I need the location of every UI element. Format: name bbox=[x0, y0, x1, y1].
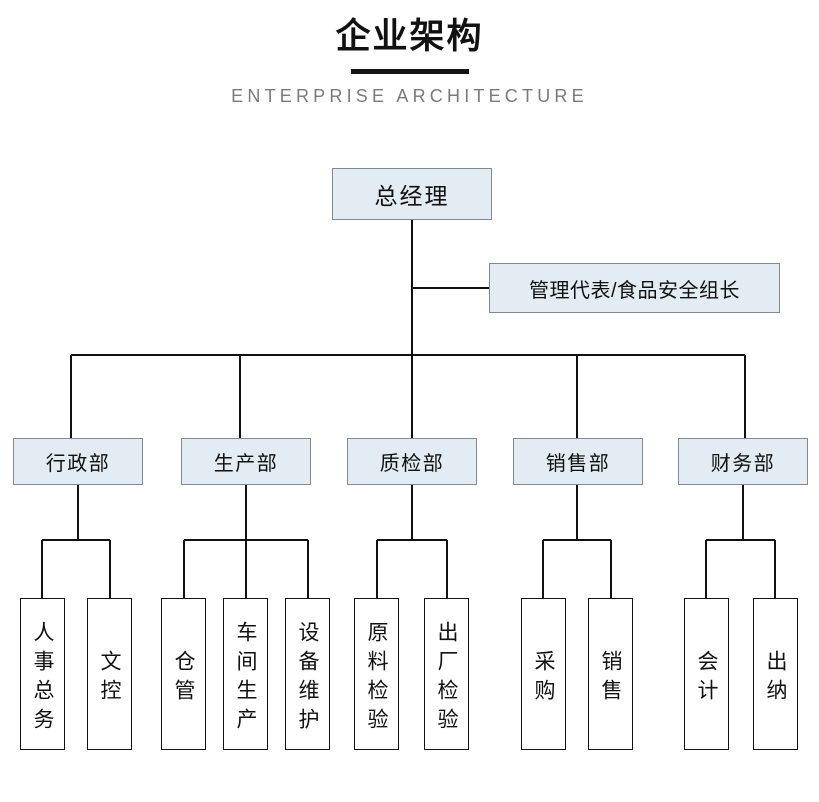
org-node-cashier[interactable]: 出纳 bbox=[753, 598, 798, 750]
org-node-raw-material-inspection[interactable]: 原料检验 bbox=[354, 598, 399, 750]
org-node-label: 会计 bbox=[695, 650, 718, 708]
org-node-label: 仓管 bbox=[172, 650, 195, 708]
org-node-label: 总经理 bbox=[374, 183, 450, 209]
org-node-sales[interactable]: 销售 bbox=[588, 598, 633, 750]
org-node-production-dept[interactable]: 生产部 bbox=[181, 438, 311, 485]
org-node-administration-dept[interactable]: 行政部 bbox=[13, 438, 143, 485]
title-divider bbox=[350, 68, 469, 74]
org-node-label: 出厂检验 bbox=[435, 621, 458, 737]
org-node-outgoing-inspection[interactable]: 出厂检验 bbox=[424, 598, 469, 750]
org-node-workshop-production[interactable]: 车间生产 bbox=[223, 598, 268, 750]
org-node-label: 采购 bbox=[532, 650, 555, 708]
org-node-label: 生产部 bbox=[213, 453, 279, 475]
org-node-label: 设备维护 bbox=[296, 621, 319, 737]
page-title: 企业架构 bbox=[335, 17, 484, 56]
org-node-finance-dept[interactable]: 财务部 bbox=[678, 438, 808, 485]
org-node-label: 财务部 bbox=[710, 453, 776, 475]
org-node-management-representative[interactable]: 管理代表/食品安全组长 bbox=[489, 263, 780, 313]
org-node-hr-affairs[interactable]: 人事总务 bbox=[20, 598, 65, 750]
org-node-label: 销售 bbox=[599, 650, 622, 708]
org-node-warehouse[interactable]: 仓管 bbox=[161, 598, 206, 750]
chart-header: 企业架构 ENTERPRISE ARCHITECTURE bbox=[0, 0, 819, 107]
org-node-equipment-maintenance[interactable]: 设备维护 bbox=[285, 598, 330, 750]
org-node-label: 管理代表/食品安全组长 bbox=[528, 279, 741, 302]
org-node-label: 质检部 bbox=[379, 453, 445, 475]
org-node-label: 行政部 bbox=[45, 453, 111, 475]
org-node-sales-dept[interactable]: 销售部 bbox=[513, 438, 643, 485]
org-node-label: 车间生产 bbox=[234, 621, 257, 737]
org-node-label: 出纳 bbox=[764, 650, 787, 708]
org-node-label: 文控 bbox=[98, 650, 121, 708]
org-node-label: 原料检验 bbox=[365, 621, 388, 737]
page-subtitle: ENTERPRISE ARCHITECTURE bbox=[231, 85, 588, 106]
org-node-accounting[interactable]: 会计 bbox=[684, 598, 729, 750]
org-node-document-control[interactable]: 文控 bbox=[87, 598, 132, 750]
org-node-purchasing[interactable]: 采购 bbox=[521, 598, 566, 750]
org-node-label: 销售部 bbox=[545, 453, 611, 475]
org-node-label: 人事总务 bbox=[31, 621, 54, 737]
org-node-general-manager[interactable]: 总经理 bbox=[332, 168, 492, 220]
org-node-quality-dept[interactable]: 质检部 bbox=[347, 438, 477, 485]
